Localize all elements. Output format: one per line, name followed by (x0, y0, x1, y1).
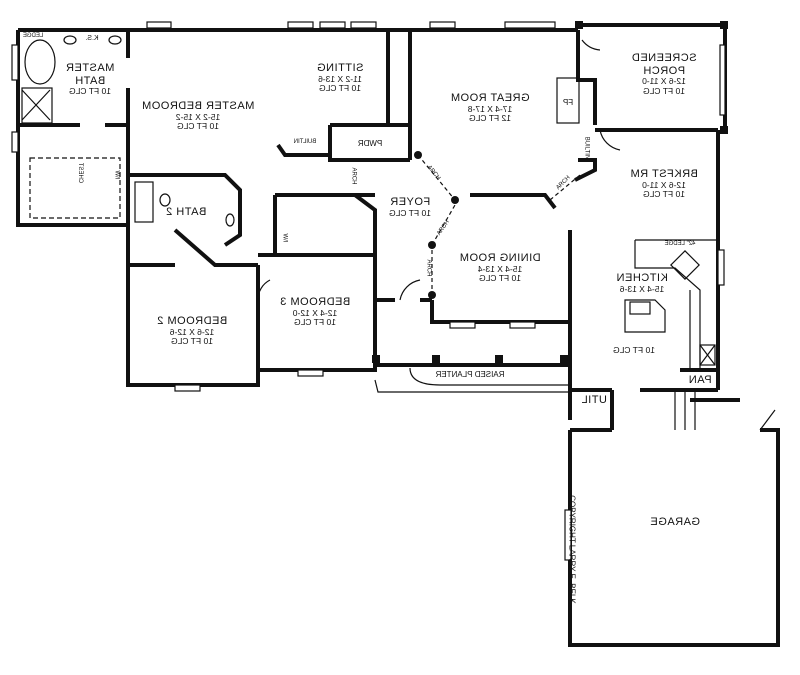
room-brkfst-rm: BRKFST RM 12-6 X 11-0 10 FT CLG (630, 168, 698, 200)
room-master-bedroom: MASTER BEDROOM 15-2 X 15-2 10 FT CLG (142, 100, 255, 132)
room-ceiling: 10 FT CLG (613, 345, 655, 355)
room-kitchen: KITCHEN 15-4 X 13-6 (616, 272, 668, 294)
room-name: MASTER (65, 62, 115, 74)
room-ceiling: 10 FT CLG (177, 121, 219, 132)
room-size: 15-4 X 13-6 (619, 283, 665, 294)
room-master-bath: MASTER BATH 10 FT CLG (66, 62, 115, 97)
room-name: BEDROOM 2 (156, 315, 228, 327)
room-name: SITTING (316, 62, 364, 74)
room-foyer: FOYER 10 FT CLG (389, 196, 431, 218)
room-name: DINING ROOM (459, 252, 541, 264)
kitchen-ceiling: 10 FT CLG (613, 345, 655, 356)
wi-closet-label-2: W/I (281, 233, 288, 243)
room-ceiling: 10 FT CLG (479, 273, 521, 284)
room-screened-porch: SCREENED PORCH 12-6 X 11-0 10 FT CLG (631, 52, 696, 97)
room-sitting: SITTING 11-2 X 13-6 10 FT CLG (317, 62, 364, 94)
pwdr-label: PWDR (357, 139, 383, 148)
room-great-room: GREAT ROOM 17-4 X 17-8 12 FT CLG (450, 92, 529, 124)
room-name: SCREENED (631, 52, 697, 64)
chest-label: CHEST (77, 162, 84, 184)
room-ceiling: 12 FT CLG (469, 113, 511, 124)
room-ceiling: 10 FT CLG (294, 317, 336, 328)
room-ceiling: 10 FT CLG (171, 336, 213, 347)
builtin-label: BUILTIN (293, 139, 317, 145)
room-ceiling: 10 FT CLG (319, 83, 361, 94)
room-dining-room: DINING ROOM 15-4 X 13-4 10 FT CLG (459, 252, 540, 284)
room-name: BATH 2 (165, 206, 207, 218)
room-ceiling: 10 FT CLG (69, 86, 111, 97)
copyright-label: COPYRIGHT LARRY E. BELK (567, 495, 577, 604)
builtin-label-2: BUILTIN (583, 136, 590, 160)
ledge42-label: 42" LEDGE (664, 241, 696, 247)
room-name: GREAT ROOM (450, 92, 530, 104)
room-name: FOYER (389, 196, 431, 208)
fp-label: FP (562, 98, 574, 107)
room-pan: PAN (688, 374, 711, 387)
ks-label: K.S. (85, 35, 99, 42)
room-name: GARAGE (649, 516, 701, 528)
room-ceiling: 10 FT CLG (643, 86, 685, 97)
arch-label-4: ARCH (425, 259, 432, 277)
raised-planter-label: RAISED PLANTER (435, 370, 505, 379)
room-util: UTIL (581, 394, 607, 407)
wi-closet-label: W/I (113, 170, 120, 180)
room-name: MASTER BEDROOM (141, 100, 255, 112)
room-name: KITCHEN (616, 272, 668, 284)
room-bath2: BATH 2 (166, 206, 207, 219)
room-name: UTIL (581, 394, 607, 406)
room-name: PAN (688, 374, 712, 386)
room-name: BRKFST RM (630, 168, 698, 180)
ledge-label: LEDGE (22, 33, 44, 39)
room-ceiling: 10 FT CLG (389, 207, 431, 218)
arch-label-1: ARCH (350, 167, 357, 185)
room-name: BEDROOM 3 (279, 296, 351, 308)
room-ceiling: 10 FT CLG (643, 189, 685, 200)
room-bedroom2: BEDROOM 2 12-6 X 12-6 10 FT CLG (157, 315, 228, 347)
room-garage: GARAGE (650, 516, 700, 529)
room-bedroom3: BEDROOM 3 12-4 X 12-0 10 FT CLG (280, 296, 351, 328)
